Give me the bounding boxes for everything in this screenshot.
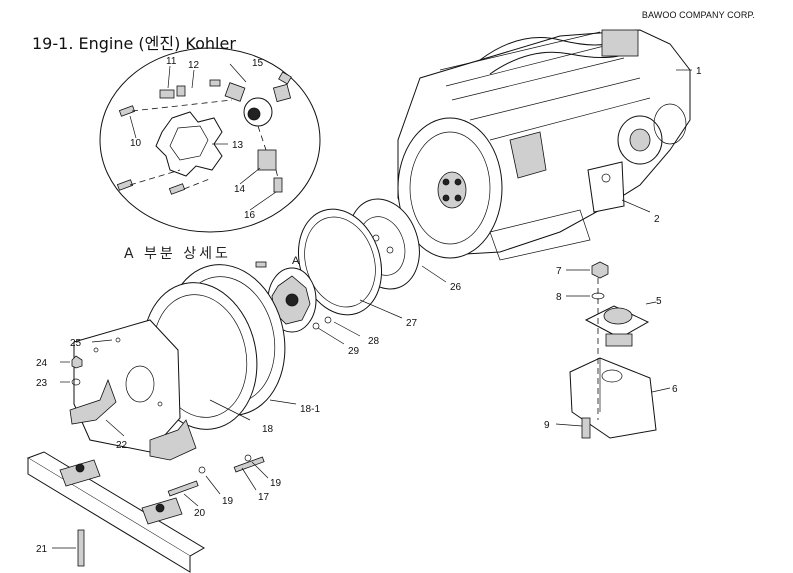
part-label-16: 16 <box>244 210 256 221</box>
bolt-7 <box>591 261 609 279</box>
part-label-26: 26 <box>450 282 462 293</box>
nut-24 <box>71 355 83 369</box>
page-title: 19-1. Engine (엔진) Kohler <box>32 34 236 53</box>
washer-19-a <box>198 466 206 474</box>
part-label-10: 10 <box>130 138 142 149</box>
part-label-29: 29 <box>348 346 360 357</box>
part-label-23: 23 <box>36 378 48 389</box>
base-rail <box>26 451 205 573</box>
bolt-20 <box>167 480 199 497</box>
small-bolt <box>255 261 267 268</box>
washer-19-b <box>244 454 252 462</box>
part-label-21: 21 <box>36 544 48 555</box>
part-label-17: 17 <box>258 492 270 503</box>
part-label-25: 25 <box>70 338 82 349</box>
engine-assembly <box>397 29 691 261</box>
detail-view-caption: A 부분 상세도 <box>124 246 231 262</box>
mount-bracket-6 <box>569 357 657 439</box>
adapter-plate-25 <box>69 319 197 461</box>
detail-a-ellipse <box>99 47 321 233</box>
part-label-27: 27 <box>406 318 418 329</box>
bolt-29 <box>312 322 320 330</box>
part-label-19-b: 19 <box>270 478 282 489</box>
part-label-2: 2 <box>654 214 660 225</box>
company-name: BAWOO COMPANY CORP. <box>641 10 755 20</box>
part-label-9: 9 <box>544 420 550 431</box>
detail-marker-a: A <box>292 255 300 267</box>
part-label-12: 12 <box>188 60 200 71</box>
part-label-15: 15 <box>252 58 264 69</box>
part-label-18: 18 <box>262 424 274 435</box>
part-label-28: 28 <box>368 336 380 347</box>
bolt-17 <box>233 456 265 473</box>
part-label-22: 22 <box>116 440 128 451</box>
part-label-5: 5 <box>656 296 662 307</box>
part-label-24: 24 <box>36 358 48 369</box>
part-label-14: 14 <box>234 184 246 195</box>
washer-23 <box>71 378 81 386</box>
engine-mount-5 <box>584 305 650 347</box>
bolt-21 <box>77 529 85 567</box>
part-label-8: 8 <box>556 292 562 303</box>
part-label-1: 1 <box>696 66 702 77</box>
part-label-13: 13 <box>232 140 244 151</box>
part-label-18-1: 18-1 <box>300 404 320 415</box>
washer-28 <box>324 316 332 324</box>
part-label-7: 7 <box>556 266 562 277</box>
part-label-6: 6 <box>672 384 678 395</box>
bolt-9 <box>581 417 591 439</box>
part-label-11: 11 <box>166 56 177 67</box>
part-label-20: 20 <box>194 508 206 519</box>
part-label-19-a: 19 <box>222 496 234 507</box>
adapter-plate-27 <box>297 208 383 316</box>
leader-lines <box>52 63 692 549</box>
